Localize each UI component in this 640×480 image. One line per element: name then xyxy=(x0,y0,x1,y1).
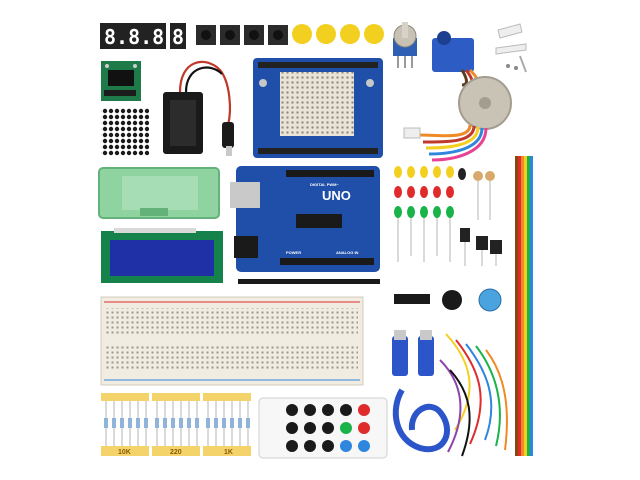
piezo-disc-icon xyxy=(478,288,502,312)
lcd-1602-icon xyxy=(101,228,223,283)
resistor-strip-label: 220 xyxy=(170,449,182,456)
board-silk-analog: ANALOG IN xyxy=(336,250,359,255)
sensors-icon xyxy=(460,228,502,266)
tactile-buttons xyxy=(196,25,288,45)
breadboard-icon xyxy=(100,296,364,386)
leds-icon xyxy=(394,166,466,262)
board-logo: UNO xyxy=(322,188,351,203)
component-case-icon xyxy=(98,167,220,219)
board-silk-digital: DIGITAL PWM~ xyxy=(310,182,340,187)
resistor-strip-label: 10K xyxy=(118,449,131,456)
module-board xyxy=(101,61,141,101)
photoresistors-icon xyxy=(473,171,495,220)
board-silk-power: POWER xyxy=(286,250,301,255)
resistor-strip-10k: 10K xyxy=(101,393,149,456)
potentiometer-icon xyxy=(393,22,417,68)
seven-segment-1digit: 8 xyxy=(170,23,186,49)
stepper-motor-icon xyxy=(403,76,512,162)
resistor-strip-1k: 1K xyxy=(203,393,251,456)
usb-cable-icon xyxy=(392,330,451,453)
seven-segment-1digit-digit: 8 xyxy=(172,25,184,49)
jumper-ribbon-icon xyxy=(515,156,533,456)
ic-chip xyxy=(394,294,430,304)
yellow-button-caps xyxy=(292,24,384,44)
resistor-strips: 10K 220 1K xyxy=(101,393,251,456)
servo-motor-icon xyxy=(432,31,479,87)
pin-header-strip xyxy=(238,279,380,284)
prototype-shield-icon xyxy=(253,58,383,158)
battery-holder-icon xyxy=(163,60,234,156)
resistor-strip-label: 1K xyxy=(224,449,233,456)
jumper-wires-icon xyxy=(439,333,508,457)
arduino-uno-board-icon: UNO DIGITAL PWM~ POWER ANALOG IN xyxy=(230,166,380,272)
led-matrix-icon xyxy=(101,108,149,156)
buzzer-icon xyxy=(442,290,462,310)
resistor-strip-220: 220 xyxy=(152,393,200,456)
servo-horns xyxy=(495,23,527,73)
ir-remote-icon xyxy=(258,397,388,459)
